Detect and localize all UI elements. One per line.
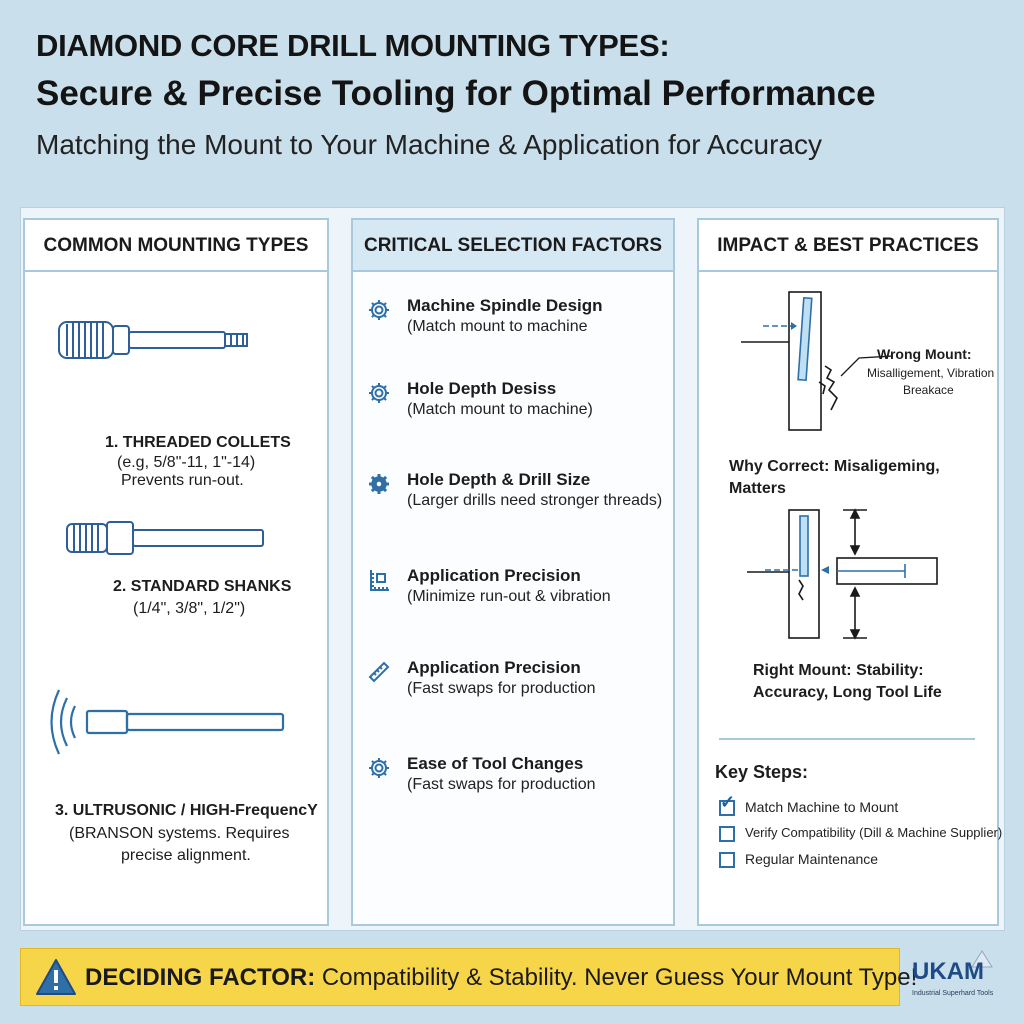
key-step[interactable]: Verify Compatibility (Dill & Machine Sup… xyxy=(719,824,1002,846)
checkmark-icon: ✓ xyxy=(720,792,736,812)
key-step-label: Verify Compatibility (Dill & Machine Sup… xyxy=(745,825,1003,840)
warning-icon xyxy=(36,959,76,995)
gear-icon xyxy=(369,474,389,494)
pointer-line xyxy=(840,355,894,377)
banner-message: Compatibility & Stability. Never Guess Y… xyxy=(315,964,918,991)
gear-icon xyxy=(369,300,389,320)
wrong-mount-diagram xyxy=(741,291,838,431)
key-steps-title: Key Steps: xyxy=(715,762,809,782)
impact-panel: IMPACT & BEST PRACTICES Wrong Mount: Mis… xyxy=(697,218,1002,926)
factor-name: Application Precision xyxy=(407,658,581,677)
straight-shank-icon xyxy=(66,521,264,555)
wrong-mount-effects: Misalligement, Vibration xyxy=(867,366,995,380)
deciding-factor-banner: DECIDING FACTOR: Compatibility & Stabili… xyxy=(20,948,917,1006)
threaded-collet-icon xyxy=(58,321,248,359)
mount-type-detail: (e.g, 5/8"-11, 1"-14) xyxy=(117,454,256,471)
banner-label: DECIDING FACTOR: xyxy=(85,964,316,991)
checkbox[interactable] xyxy=(719,800,735,816)
mount-type-note: Prevents run-out. xyxy=(121,472,244,489)
why-correct-heading-2: Matters xyxy=(729,480,786,497)
key-step-label: Match Machine to Mount xyxy=(745,799,899,815)
content-board: COMMON MOUNTING TYPES 1. THREADED COLLET… xyxy=(20,207,1005,931)
factor-desc: (Fast swaps for production xyxy=(407,680,596,697)
mounting-types-title: COMMON MOUNTING TYPES xyxy=(25,220,327,272)
wrong-mount-title: Wrong Mount: xyxy=(877,346,972,362)
key-step[interactable]: Regular Maintenance xyxy=(719,850,989,872)
mount-type-detail: (1/4", 3/8", 1/2") xyxy=(133,600,246,617)
banner-text: DECIDING FACTOR: Compatibility & Stabili… xyxy=(85,964,917,992)
why-correct-heading: Why Correct: Misaligeming, xyxy=(729,458,940,475)
mounting-types-panel: COMMON MOUNTING TYPES 1. THREADED COLLET… xyxy=(23,218,329,926)
page-subtitle: Matching the Mount to Your Machine & App… xyxy=(36,129,823,160)
factor-name: Machine Spindle Design xyxy=(407,296,603,315)
gear-icon xyxy=(369,758,389,778)
factor-name: Hole Depth Desiss xyxy=(407,379,557,398)
right-mount-diagram xyxy=(747,508,938,640)
right-mount-benefits: Accuracy, Long Tool Life xyxy=(753,684,942,701)
divider xyxy=(719,738,975,740)
factor-desc: (Larger drills need stronger threads) xyxy=(407,492,663,509)
mount-type-name: 1. THREADED COLLETS xyxy=(105,434,291,451)
selection-factors-title: CRITICAL SELECTION FACTORS xyxy=(353,220,673,272)
key-step[interactable]: ✓ Match Machine to Mount xyxy=(719,792,989,820)
wrong-mount-breakage: Breakace xyxy=(903,383,954,397)
factor-name: Application Precision xyxy=(407,566,581,585)
page-title-secondary: Secure & Precise Tooling for Optimal Per… xyxy=(36,74,876,113)
mount-type-name: 3. ULTRUSONIC / HIGH-FrequencY xyxy=(55,802,318,819)
impact-title: IMPACT & BEST PRACTICES xyxy=(699,220,997,272)
factor-desc: (Match mount to machine xyxy=(407,318,588,335)
brand-name: UKAM xyxy=(912,958,984,985)
brand-logo: UKAM Industrial Superhard Tools xyxy=(912,950,1012,1006)
ruler-icon xyxy=(368,661,390,683)
logo-mark-icon xyxy=(971,950,993,968)
factor-desc: (Match mount to machine) xyxy=(407,401,593,418)
factor-name: Hole Depth & Drill Size xyxy=(407,470,591,489)
page-title: DIAMOND CORE DRILL MOUNTING TYPES: xyxy=(36,28,670,63)
checkbox[interactable] xyxy=(719,852,735,868)
square-ruler-icon xyxy=(370,570,389,591)
mount-type-detail: (BRANSON systems. Requires xyxy=(69,825,290,842)
header: DIAMOND CORE DRILL MOUNTING TYPES: Secur… xyxy=(36,28,1004,162)
gear-icon xyxy=(369,383,389,403)
factor-desc: (Fast swaps for production xyxy=(407,776,596,793)
checkbox[interactable] xyxy=(719,826,735,842)
mount-type-note: precise alignment. xyxy=(121,847,251,864)
factor-name: Ease of Tool Changes xyxy=(407,754,584,773)
selection-factors-panel: CRITICAL SELECTION FACTORS Machine Spind… xyxy=(351,218,675,926)
ultrasonic-shank-icon xyxy=(50,689,285,755)
right-mount-title: Right Mount: Stability: xyxy=(753,662,924,679)
factor-desc: (Minimize run-out & vibration xyxy=(407,588,611,605)
key-step-label: Regular Maintenance xyxy=(745,851,879,867)
brand-tagline: Industrial Superhard Tools xyxy=(912,990,994,997)
mount-type-name: 2. STANDARD SHANKS xyxy=(113,578,292,595)
